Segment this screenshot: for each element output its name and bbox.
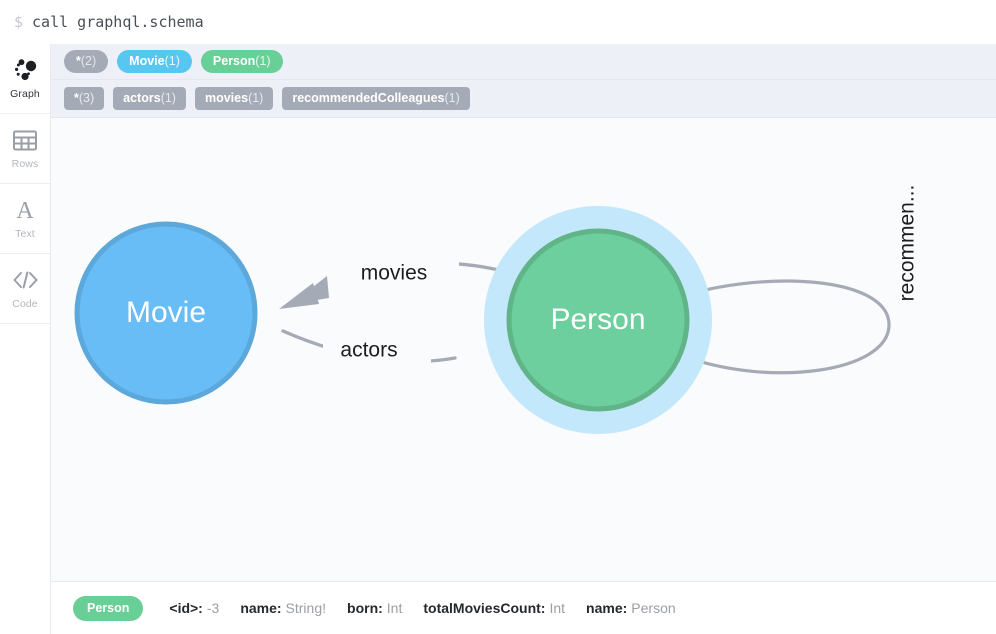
property-key: name: xyxy=(586,600,628,616)
sidebar-item-rows-label: Rows xyxy=(11,158,39,170)
legend-chip-count: (1) xyxy=(164,54,180,68)
property-value: Int xyxy=(549,600,566,616)
view-sidebar: Graph Rows A Text xyxy=(0,44,51,634)
legend-chip-recommendedcolleagues[interactable]: recommendedColleagues(1) xyxy=(282,87,470,110)
graph-node-person-label: Person xyxy=(550,303,645,336)
legend-chip-count: (1) xyxy=(255,54,271,68)
legend-chip-count: (1) xyxy=(444,91,460,105)
legend-chip-count: (3) xyxy=(78,91,95,105)
sidebar-item-rows[interactable]: Rows xyxy=(0,114,50,184)
edge-label-recommended-colleagues: recommen... xyxy=(896,185,919,302)
property-value: Person xyxy=(631,600,676,616)
property-key: <id>: xyxy=(169,600,203,616)
relationship-type-legend: *(3) actors(1) movies(1) recommendedColl… xyxy=(51,80,996,118)
property-key: totalMoviesCount: xyxy=(423,600,546,616)
edge-movies[interactable]: movies xyxy=(279,254,509,309)
text-a-icon: A xyxy=(13,197,37,223)
property-name-person: name:Person xyxy=(586,600,676,616)
sidebar-item-code[interactable]: Code xyxy=(0,254,50,324)
legend-chip-movie[interactable]: Movie(1) xyxy=(117,50,192,73)
legend-chip-person[interactable]: Person(1) xyxy=(200,50,283,73)
legend-chip-label: recommendedColleagues xyxy=(292,91,445,105)
command-text: call graphql.schema xyxy=(32,13,204,31)
edge-label-movies: movies xyxy=(361,262,428,285)
legend-chip-label: * xyxy=(74,91,79,105)
legend-chip-label: actors xyxy=(123,91,161,105)
legend-chip-all-nodes[interactable]: *(2) xyxy=(64,50,109,73)
legend-chip-count: (1) xyxy=(248,91,264,105)
sidebar-item-graph[interactable]: Graph xyxy=(0,44,50,114)
legend-chip-label: movies xyxy=(204,91,249,105)
property-value: String! xyxy=(285,600,327,616)
property-key: name: xyxy=(240,600,282,616)
node-label-legend: *(2) Movie(1) Person(1) xyxy=(51,44,996,80)
status-badge: Person xyxy=(73,595,144,621)
legend-chip-label: Movie xyxy=(129,54,165,68)
property-value: Int xyxy=(386,600,403,616)
legend-chip-count: (2) xyxy=(80,54,97,68)
property-id: <id>:-3 xyxy=(169,600,219,616)
legend-chip-count: (1) xyxy=(160,91,176,105)
inspector-footer: Person <id>:-3 name:String! born:Int tot… xyxy=(51,581,996,634)
command-bar: $ call graphql.schema xyxy=(0,0,996,44)
sidebar-item-code-label: Code xyxy=(12,298,38,310)
graph-edges: movies actors recommen... xyxy=(279,148,925,375)
graph-icon xyxy=(12,57,38,83)
prompt-symbol: $ xyxy=(14,13,24,31)
legend-chip-movies[interactable]: movies(1) xyxy=(194,87,274,110)
sidebar-item-text-label: Text xyxy=(15,228,35,240)
sidebar-item-text[interactable]: A Text xyxy=(0,184,50,254)
table-icon xyxy=(13,127,37,153)
property-key: born: xyxy=(347,600,383,616)
graph-canvas[interactable]: movies actors recommen... xyxy=(51,118,996,581)
edge-label-actors: actors xyxy=(340,339,397,362)
legend-chip-actors[interactable]: actors(1) xyxy=(113,87,186,110)
property-value: -3 xyxy=(206,600,220,616)
sidebar-item-graph-label: Graph xyxy=(10,88,40,100)
property-born: born:Int xyxy=(347,600,402,616)
graph-node-movie-label: Movie xyxy=(126,296,206,329)
property-totalmoviescount: totalMoviesCount:Int xyxy=(423,600,565,616)
code-brackets-icon xyxy=(12,267,39,293)
graph-nodes: Person Movie xyxy=(74,206,712,434)
legend-chip-all-relationships[interactable]: *(3) xyxy=(64,87,105,110)
property-name-string: name:String! xyxy=(240,600,326,616)
legend-chip-label: Person xyxy=(212,54,256,68)
svg-text:A: A xyxy=(16,198,34,222)
graph-node-person[interactable]: Person xyxy=(484,206,712,434)
legend-chip-label: * xyxy=(76,54,81,68)
graph-node-movie[interactable]: Movie xyxy=(74,221,258,405)
